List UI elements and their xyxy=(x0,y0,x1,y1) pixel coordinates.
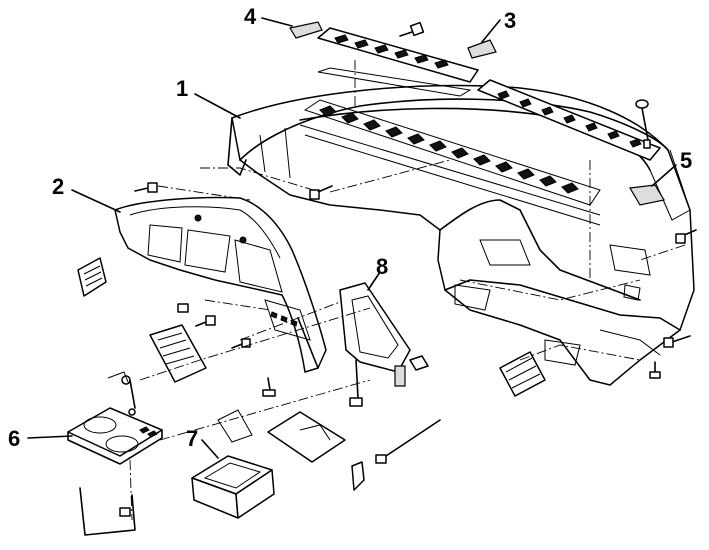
hood-release-rod-part-5 xyxy=(629,99,665,206)
instrument-panel xyxy=(227,67,695,386)
callout-7: 7 xyxy=(186,426,198,451)
side-panel-part-8 xyxy=(339,282,429,407)
callout-4: 4 xyxy=(244,4,257,29)
bracket-and-rod xyxy=(267,411,441,491)
cover-part-4 xyxy=(289,21,323,39)
leader-lines xyxy=(129,60,686,521)
callout-leaders xyxy=(27,17,677,459)
callout-8: 8 xyxy=(376,254,388,279)
cup-holder-part-6 xyxy=(67,371,163,536)
callout-6: 6 xyxy=(8,426,20,451)
screws-cluster xyxy=(134,182,333,397)
defroster-garnish-right xyxy=(477,79,661,161)
defroster-garnish-center xyxy=(317,27,479,83)
cluster-bezel-part-2 xyxy=(114,196,327,373)
cover-part-3 xyxy=(467,39,497,59)
callout-3: 3 xyxy=(504,8,516,33)
center-vent xyxy=(149,324,207,383)
screw-top xyxy=(399,21,425,37)
screws-right xyxy=(649,229,697,379)
side-vent-left xyxy=(77,257,107,297)
callout-5: 5 xyxy=(680,148,692,173)
callout-1: 1 xyxy=(176,76,188,101)
ashtray-part-7 xyxy=(191,409,275,519)
defroster-vent-grille xyxy=(299,99,601,226)
callout-2: 2 xyxy=(52,174,64,199)
side-vent-right xyxy=(499,351,546,397)
